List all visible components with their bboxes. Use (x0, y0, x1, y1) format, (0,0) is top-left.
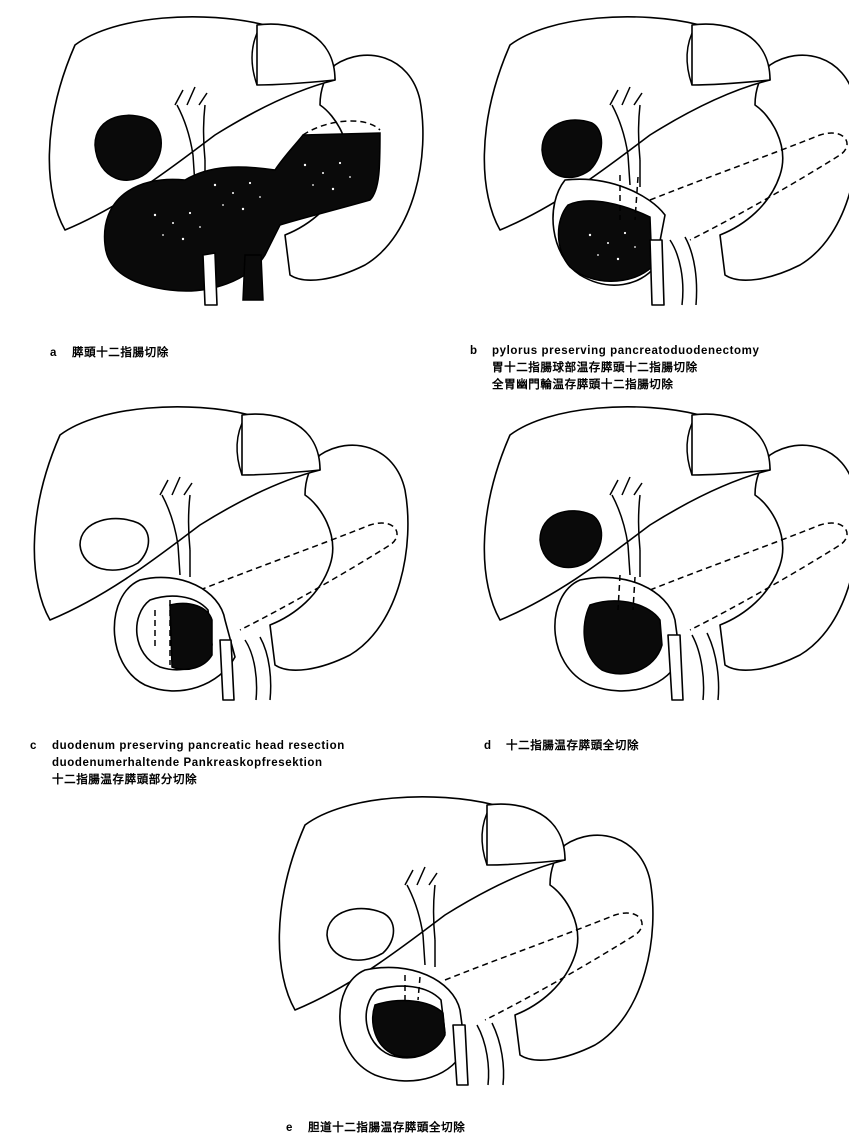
caption-line: 膵頭十二指腸切除 (72, 347, 169, 359)
caption-letter: c (30, 738, 52, 755)
diagram-c-drawing (20, 395, 420, 715)
caption-line: duodenum preserving pancreatic head rese… (52, 740, 345, 752)
caption-line: 全胃幽門輪温存膵頭十二指腸切除 (470, 377, 759, 394)
diagram-d (470, 395, 849, 715)
resected-region (584, 601, 662, 674)
diagram-b-drawing (470, 5, 849, 325)
caption-b: bpylorus preserving pancreatoduodenectom… (470, 343, 759, 394)
caption-e: e胆道十二指腸温存膵頭全切除 (286, 1120, 465, 1137)
diagram-a (35, 5, 435, 325)
diagram-a-drawing (35, 5, 435, 325)
caption-letter: a (50, 345, 72, 362)
caption-line: 十二指腸温存膵頭全切除 (506, 740, 639, 752)
caption-letter: d (484, 738, 506, 755)
resected-region (373, 1001, 445, 1057)
caption-line: 胆道十二指腸温存膵頭全切除 (308, 1122, 465, 1134)
caption-a: a膵頭十二指腸切除 (50, 345, 169, 362)
resected-region (558, 201, 652, 281)
caption-c: cduodenum preserving pancreatic head res… (30, 738, 345, 789)
caption-line: pylorus preserving pancreatoduodenectomy (492, 345, 759, 357)
diagram-b (470, 5, 849, 325)
diagram-e-drawing (265, 785, 665, 1105)
caption-letter: b (470, 343, 492, 360)
diagram-d-drawing (470, 395, 849, 715)
caption-line: duodenumerhaltende Pankreaskopfresektion (30, 755, 345, 772)
diagram-e (265, 785, 665, 1105)
caption-letter: e (286, 1120, 308, 1137)
resected-region (170, 603, 212, 669)
caption-d: d十二指腸温存膵頭全切除 (484, 738, 639, 755)
caption-line: 胃十二指腸球部温存膵頭十二指腸切除 (470, 360, 759, 377)
diagram-c (20, 395, 420, 715)
